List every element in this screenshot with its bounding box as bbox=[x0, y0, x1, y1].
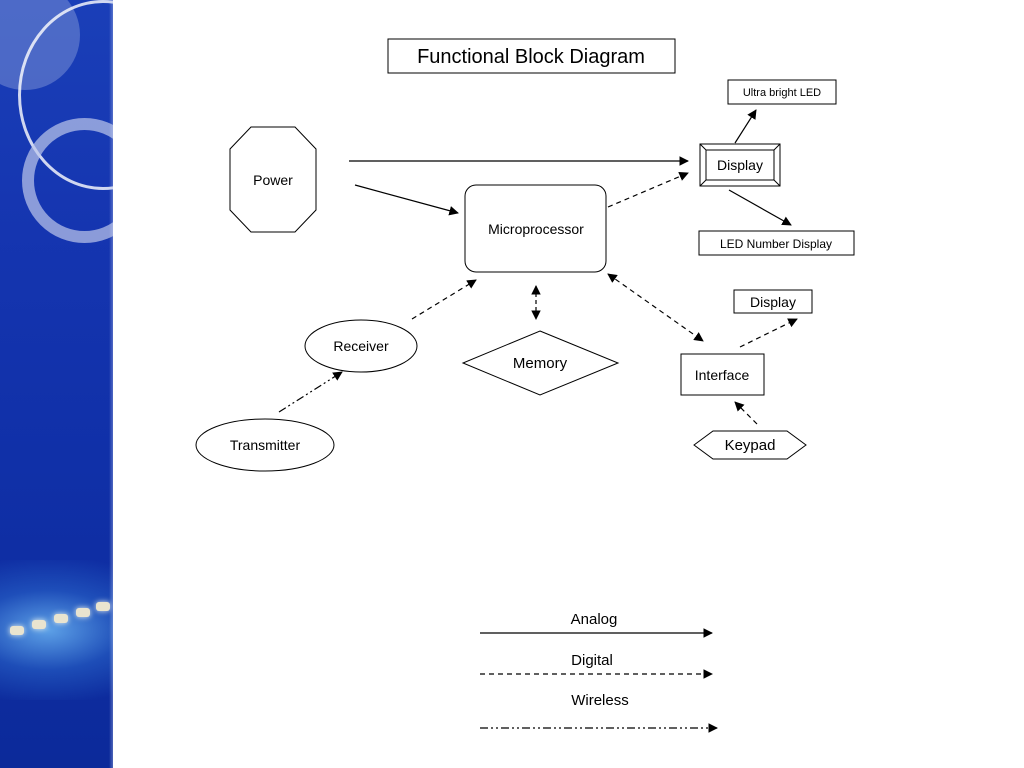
node-memory-label: Memory bbox=[513, 355, 568, 372]
node-led-number-display: LED Number Display bbox=[698, 230, 855, 256]
node-display-right-label: Display bbox=[750, 294, 796, 310]
node-receiver-label: Receiver bbox=[333, 338, 389, 354]
sidebar-light-beads bbox=[0, 590, 113, 650]
node-power: Power bbox=[229, 126, 317, 233]
sidebar-bead bbox=[10, 626, 24, 635]
decorative-sidebar bbox=[0, 0, 113, 768]
node-keypad-label: Keypad bbox=[725, 437, 776, 454]
sidebar-bead bbox=[54, 614, 68, 623]
edge-microprocessor-interface bbox=[607, 273, 704, 342]
node-power-label: Power bbox=[253, 172, 293, 188]
legend-analog-label: Analog bbox=[571, 611, 618, 628]
edge-display-to-led-number-display bbox=[728, 189, 792, 226]
node-display-right: Display bbox=[733, 289, 813, 314]
node-ultra-bright-led-label: Ultra bright LED bbox=[743, 87, 821, 99]
legend-digital-label: Digital bbox=[571, 652, 613, 669]
node-interface: Interface bbox=[680, 353, 765, 396]
diagram-title: Functional Block Diagram bbox=[387, 38, 676, 74]
node-receiver: Receiver bbox=[304, 319, 418, 373]
node-display-top-label: Display bbox=[717, 157, 763, 173]
edge-display-to-ultra-bright-led bbox=[734, 109, 757, 144]
node-microprocessor: Microprocessor bbox=[464, 184, 607, 273]
node-memory: Memory bbox=[461, 330, 620, 396]
node-ultra-bright-led: Ultra bright LED bbox=[727, 79, 837, 105]
diagram-title-text: Functional Block Diagram bbox=[417, 46, 645, 68]
sidebar-bead bbox=[32, 620, 46, 629]
sidebar-bead bbox=[76, 608, 90, 617]
edge-receiver-to-microprocessor bbox=[411, 279, 477, 320]
node-transmitter: Transmitter bbox=[195, 418, 335, 472]
legend-wireless-label: Wireless bbox=[571, 692, 629, 709]
edge-power-to-microprocessor bbox=[354, 184, 459, 216]
node-led-number-display-label: LED Number Display bbox=[720, 237, 832, 251]
node-display-top: Display bbox=[699, 143, 781, 187]
node-interface-label: Interface bbox=[695, 367, 750, 383]
node-keypad: Keypad bbox=[693, 430, 807, 460]
edge-transmitter-to-receiver bbox=[278, 371, 343, 413]
edge-microprocessor-to-display bbox=[607, 171, 689, 208]
node-microprocessor-label: Microprocessor bbox=[488, 221, 584, 237]
sidebar-bead bbox=[96, 602, 110, 611]
sidebar-edge bbox=[109, 0, 113, 768]
legend: Analog Digital Wireless bbox=[480, 611, 718, 733]
edge-interface-to-display bbox=[739, 318, 798, 348]
edge-keypad-to-interface bbox=[734, 401, 758, 425]
node-transmitter-label: Transmitter bbox=[230, 437, 301, 453]
